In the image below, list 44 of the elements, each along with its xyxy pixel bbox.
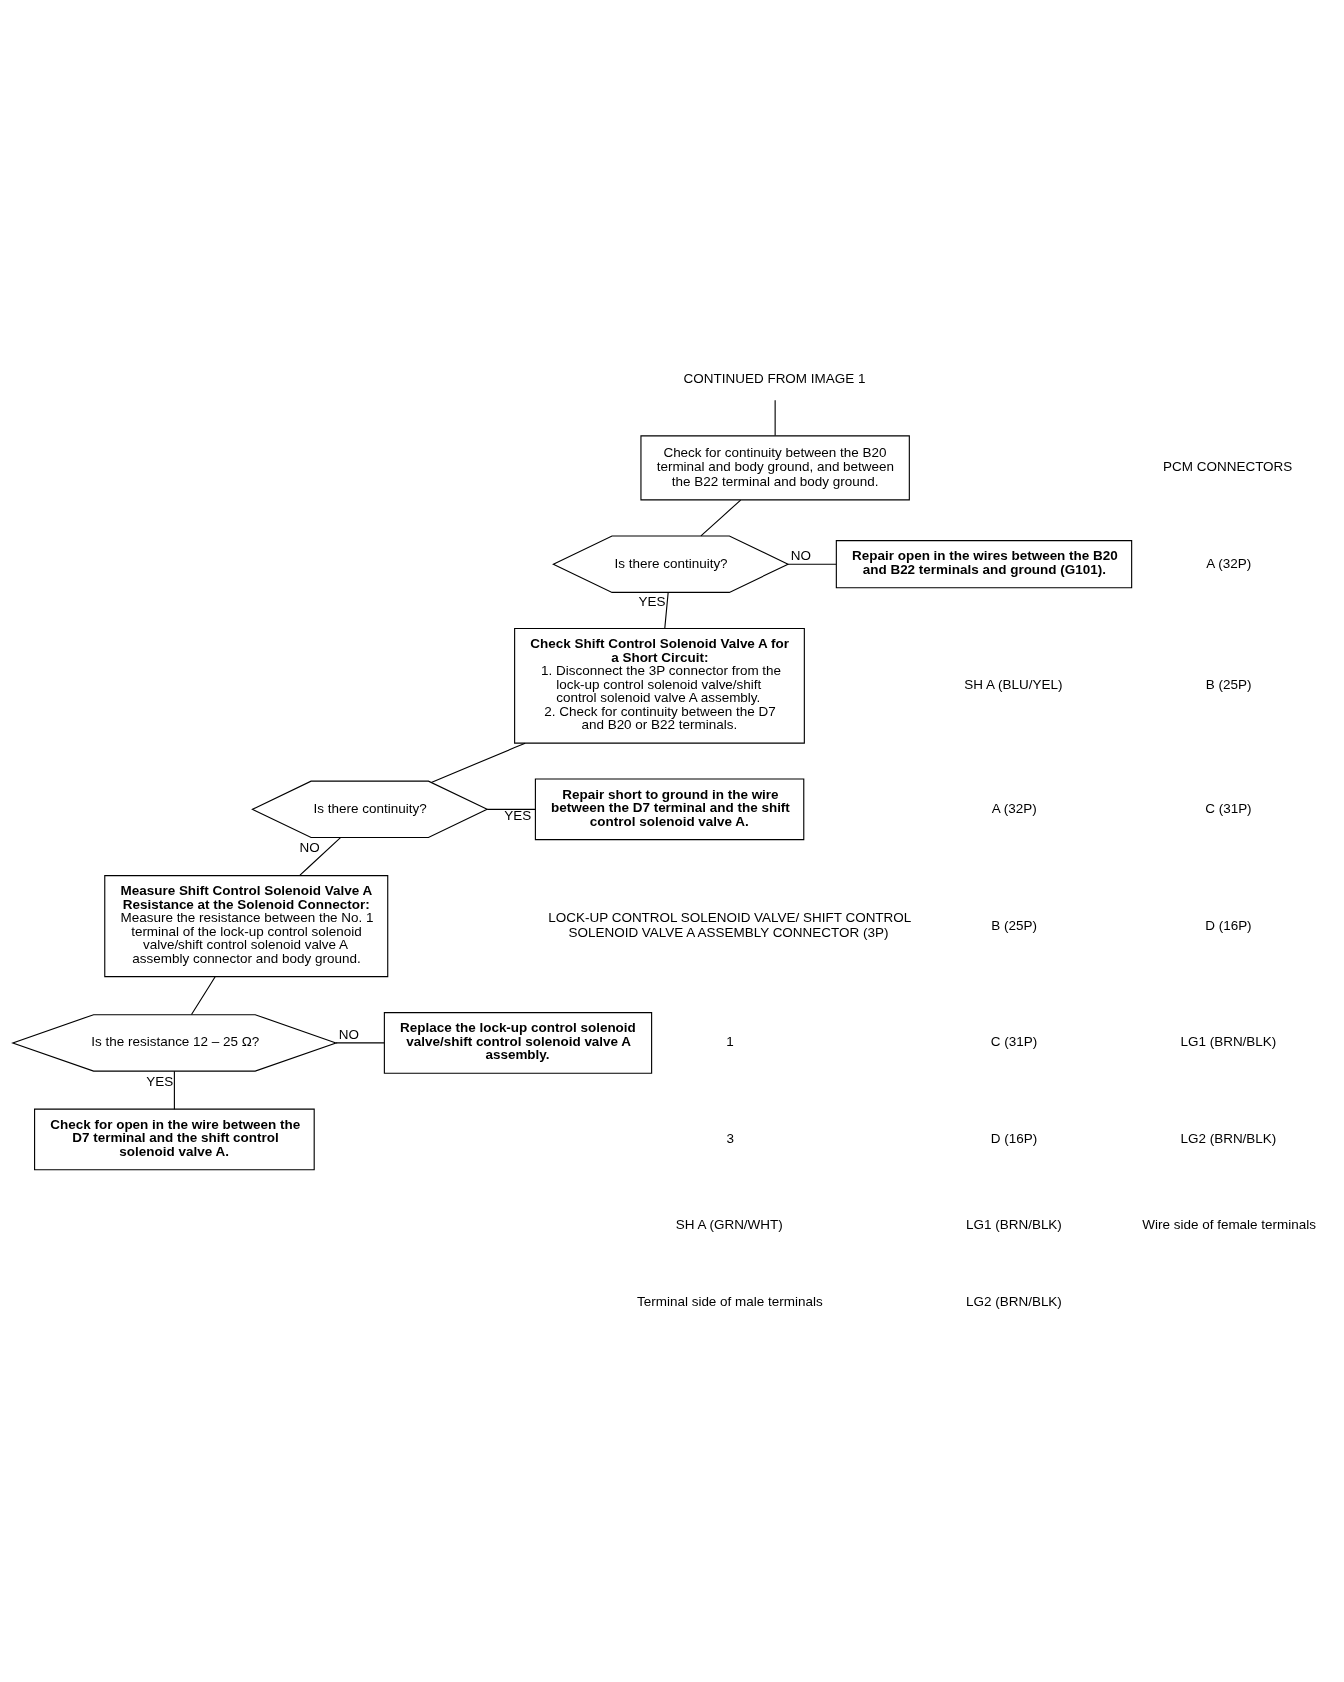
label: LOCK-UP CONTROL SOLENOID VALVE/ SHIFT CONTROL SOLENOID VALVE A ASSEMBLY CONNECTOR (3P) <box>548 910 912 940</box>
label: Wire side of female terminals <box>1142 1217 1316 1233</box>
connector <box>430 742 526 784</box>
label: A (32P) <box>1206 555 1252 571</box>
connector <box>700 499 742 537</box>
label: Terminal side of male terminals <box>637 1293 823 1309</box>
label: LG1 (BRN/BLK) <box>966 1217 1062 1233</box>
edge-label: NO <box>790 548 811 564</box>
label: SH A (GRN/WHT) <box>675 1217 783 1233</box>
edge-label: YES <box>146 1074 174 1090</box>
edge-label: YES <box>638 593 666 609</box>
label: D (16P) <box>1205 917 1252 933</box>
connector <box>173 1070 175 1110</box>
connector <box>664 592 669 629</box>
connector <box>335 1042 385 1044</box>
label: D (16P) <box>990 1130 1038 1146</box>
node-box: Check Shift Control Solenoid Valve A for a Short Circuit: 1. Disconnect the 3P connector from the lock-up control solenoid valve/shift control solenoid valve A assembly. 2. Check for continuity between the D7 and B20 or B22 terminals. <box>514 628 805 744</box>
label: SH A (BLU/YEL) <box>964 677 1063 693</box>
label: LG2 (BRN/BLK) <box>1180 1130 1277 1146</box>
label: B (25P) <box>1205 677 1252 693</box>
connector <box>486 808 536 810</box>
connector <box>299 837 342 876</box>
label: A (32P) <box>991 800 1037 816</box>
label: LG1 (BRN/BLK) <box>1180 1034 1277 1050</box>
connector <box>190 976 216 1016</box>
label: LG2 (BRN/BLK) <box>966 1293 1062 1309</box>
label: 1 <box>726 1034 734 1050</box>
label: 3 <box>726 1130 734 1146</box>
node-box: Repair open in the wires between the B20 and B22 terminals and ground (G101). <box>835 540 1133 589</box>
edge-label: NO <box>299 839 320 855</box>
edge-label: NO <box>338 1027 359 1043</box>
node-box: Measure Shift Control Solenoid Valve A Resistance at the Solenoid Connector: Measure the resistance between the No. 1 terminal of the lock-up control solenoid valve/shift control solenoid valve A assembly connector and body ground. <box>104 875 389 978</box>
node-box: Check for continuity between the B20 terminal and body ground, and between the B22 terminal and body ground. <box>640 435 910 501</box>
node-box: Repair short to ground in the wire between the D7 terminal and the shift control solenoid valve A. <box>534 778 805 841</box>
label: B (25P) <box>991 917 1037 933</box>
label: C (31P) <box>990 1034 1038 1050</box>
node-text: CONTINUED FROM IMAGE 1 <box>683 371 866 387</box>
connector <box>774 399 776 437</box>
node-box: Replace the lock-up control solenoid valve/shift control solenoid valve A assembly. <box>383 1012 653 1074</box>
connector <box>787 563 837 565</box>
node-box: Check for open in the wire between the D7 terminal and the shift control solenoid valve A. <box>34 1108 315 1171</box>
label: C (31P) <box>1205 800 1252 816</box>
label: PCM CONNECTORS <box>1163 459 1293 475</box>
edge-label: YES <box>504 808 532 824</box>
